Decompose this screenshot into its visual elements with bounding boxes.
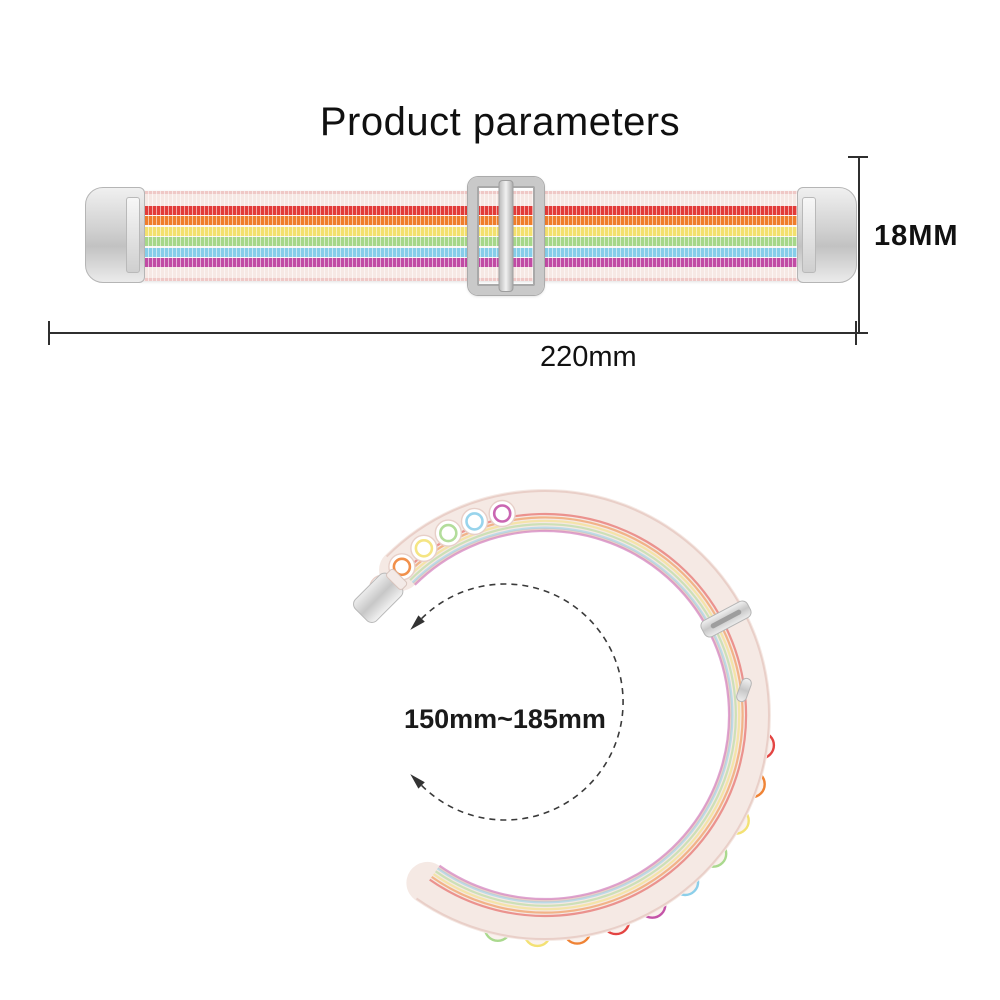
scallop-bump [523, 918, 552, 948]
loop-band-stripe [402, 512, 748, 918]
loop-band-inner-edge [412, 528, 732, 903]
top-loop-ring [438, 523, 458, 543]
top-loop [388, 553, 416, 581]
length-dimension-line [48, 332, 857, 334]
scallop-bump [483, 913, 512, 942]
loop-band-stripe [409, 523, 737, 907]
band-connector-left [85, 187, 145, 283]
top-loop [410, 534, 438, 562]
top-loop [369, 574, 397, 602]
loop-band-stripe [406, 519, 741, 911]
loop-band-body [379, 489, 771, 941]
width-dimension-label: 18MM [874, 220, 959, 252]
circumference-dashed-circle [421, 583, 624, 821]
loop-band-outer-edge [385, 490, 770, 941]
connector-plate [126, 197, 140, 273]
circumference-dimension: 150mm~185mm [404, 583, 624, 821]
scallop-bump [670, 867, 700, 897]
length-dimension-label: 220mm [540, 341, 637, 373]
band-hook [736, 677, 752, 703]
scallop-bump [746, 731, 776, 760]
top-loop-ring [373, 578, 393, 598]
circumference-arrow-bottom [410, 774, 425, 789]
width-dimension-tick-bottom [848, 332, 868, 334]
top-loop [434, 519, 462, 547]
top-loop [460, 507, 489, 536]
scallop-bump [563, 916, 592, 945]
loop-band-stripe [411, 526, 734, 904]
circumference-dimension-label: 150mm~185mm [404, 704, 606, 734]
top-loop-ring [414, 538, 434, 558]
loop-band-stripe [404, 516, 744, 914]
width-dimension-tick-top [848, 156, 868, 158]
band-end-lug [353, 568, 408, 623]
length-dimension-tick-right [855, 321, 857, 345]
loop-band-stripe [414, 529, 731, 901]
scallop-bump [638, 890, 667, 919]
top-loop-ring [492, 504, 512, 523]
circumference-arrow-top [410, 615, 425, 630]
band-buckle [468, 177, 544, 295]
band-keeper [700, 600, 752, 638]
top-loop-ring [392, 557, 412, 577]
top-loop-ring [465, 512, 484, 531]
top-loop [488, 499, 516, 528]
page-title: Product parameters [319, 100, 681, 144]
width-dimension-line [858, 156, 860, 334]
connector-plate [802, 197, 816, 273]
scallop-bump [721, 806, 750, 835]
scallop-bump [737, 770, 766, 799]
buckle-center-bar [498, 180, 514, 292]
band-loop [369, 489, 776, 948]
scallop-bump [601, 906, 631, 936]
scallop-bump [699, 839, 728, 868]
band-connector-right [797, 187, 857, 283]
length-dimension-tick-left [48, 321, 50, 345]
